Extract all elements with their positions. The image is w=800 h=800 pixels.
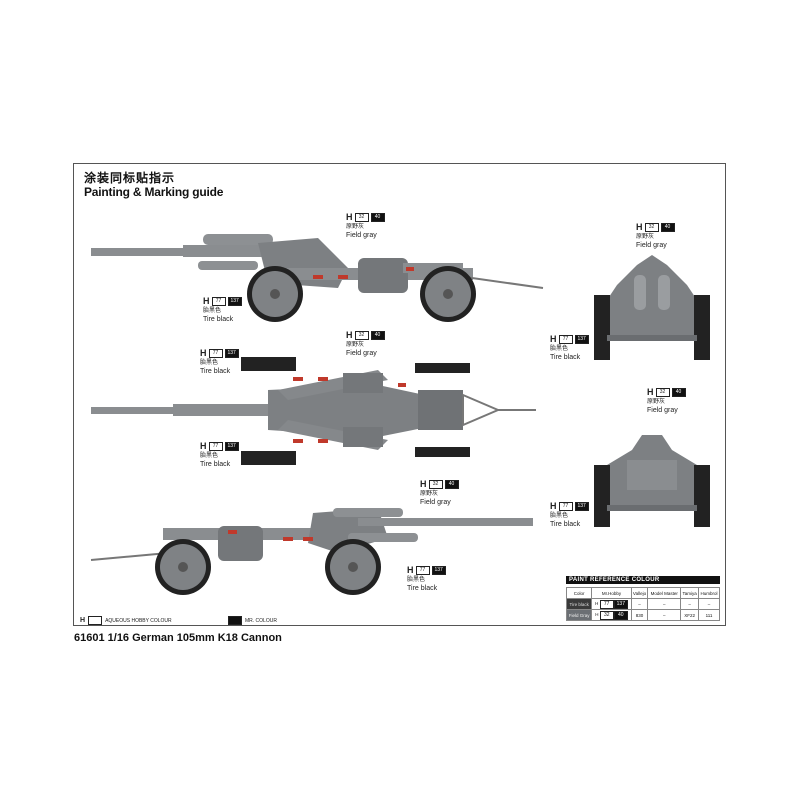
rear-view — [594, 435, 710, 527]
paint-reference-table: PAINT REFERENCE COLOUR Color Mr.Hobby Va… — [565, 576, 721, 621]
page-title: Painting & Marking guide — [84, 185, 224, 199]
vallejo-code: 830 — [630, 609, 649, 621]
column-header: Model Master — [647, 587, 682, 599]
column-header: Vallejo — [630, 587, 649, 599]
color-swatch-tire-black: Tire black — [565, 598, 593, 610]
humbrol-code: 111 — [697, 609, 721, 621]
legend-aqueous: H AQUEOUS HOBBY COLOUR — [80, 616, 172, 625]
model-master-code: – — [647, 598, 682, 610]
column-header: Mr.Hobby — [591, 587, 632, 599]
paint-reference-title: PAINT REFERENCE COLOUR — [566, 576, 720, 584]
table-header-row: Color Mr.Hobby Vallejo Model Master Tami… — [565, 587, 721, 599]
front-view — [594, 255, 710, 360]
tamiya-code: XF22 — [680, 609, 699, 621]
model-master-code: – — [647, 609, 682, 621]
right-side-view — [90, 508, 533, 595]
tamiya-code: – — [680, 598, 699, 610]
column-header: Humbrol — [697, 587, 721, 599]
column-header: Tamiya — [680, 587, 699, 599]
aqueous-swatch-icon — [88, 616, 103, 625]
mr-colour-swatch-icon — [228, 616, 242, 625]
vallejo-code: – — [630, 598, 649, 610]
page-title-chinese: 涂装同标贴指示 — [84, 171, 176, 185]
product-title: 61601 1/16 German 105mm K18 Cannon — [74, 632, 282, 644]
column-header: Color — [565, 587, 593, 599]
color-swatch-field-gray: Field Gray — [565, 609, 593, 621]
top-view — [91, 357, 536, 465]
legend-mr-colour: MR. COLOUR — [228, 616, 277, 625]
humbrol-code: – — [697, 598, 721, 610]
left-side-view — [91, 234, 544, 322]
